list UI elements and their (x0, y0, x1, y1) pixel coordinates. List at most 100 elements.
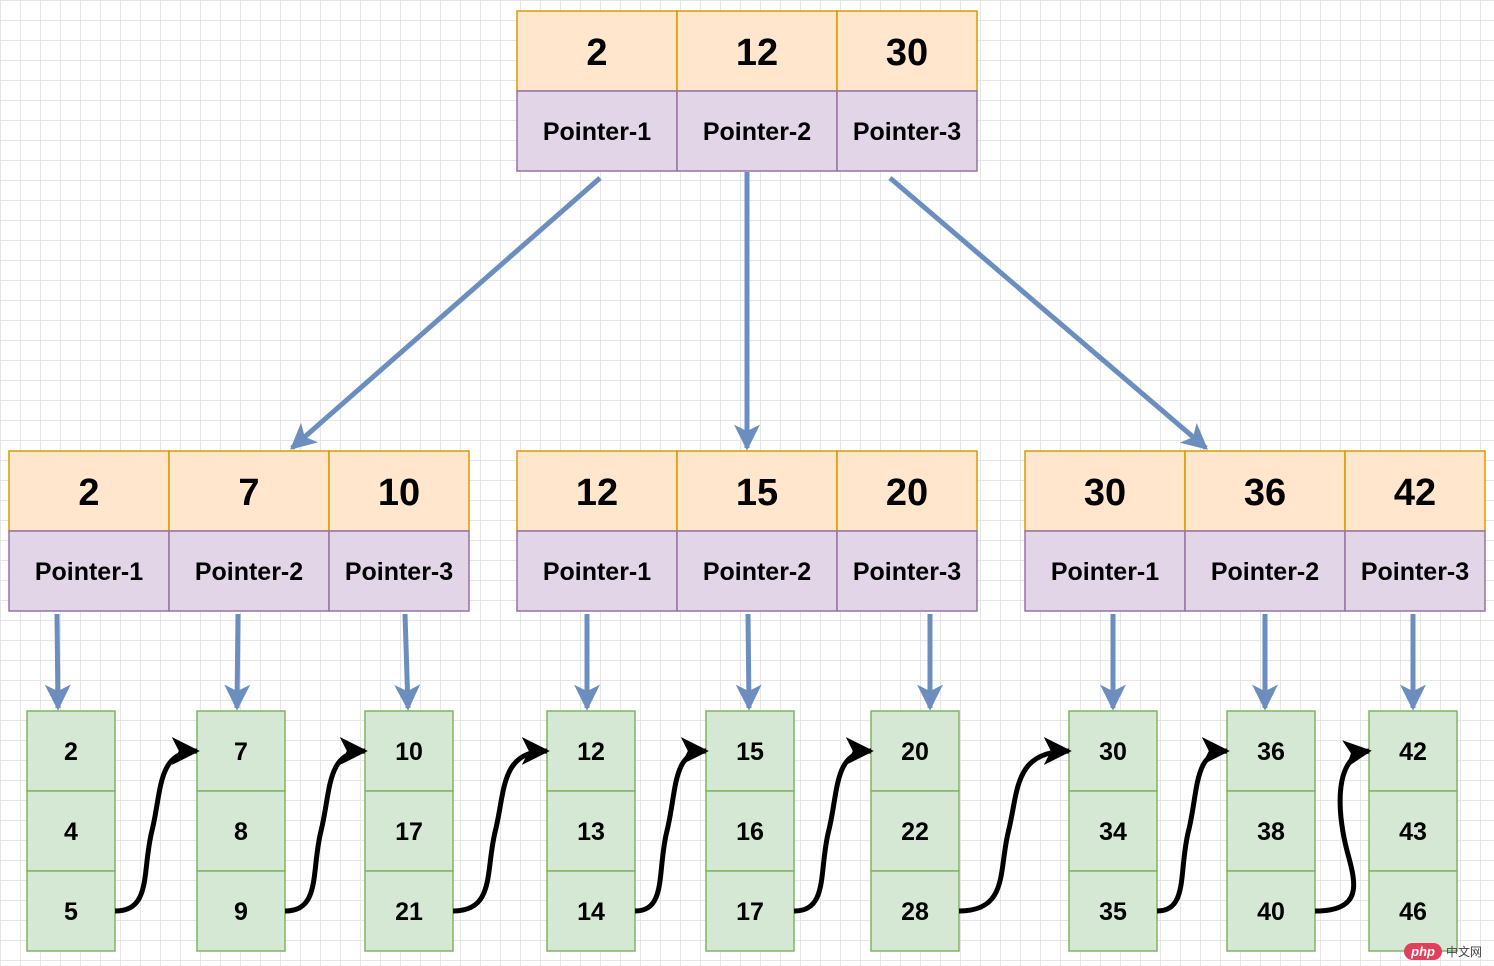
key-cell-box (8, 450, 170, 532)
leaf-value-label: 34 (1099, 818, 1127, 846)
leaf-value-label: 22 (901, 818, 929, 846)
leaf-cell: 34 (1068, 790, 1158, 872)
leaf-cell: 8 (196, 790, 286, 872)
leaf-link-5 (793, 737, 874, 914)
root-node-key-cell: 12 (676, 10, 838, 92)
root-node-key-label: 12 (736, 32, 778, 74)
internal-node-2-pointer-cell: Pointer-2 (676, 530, 838, 612)
leaf-cell: 15 (705, 710, 795, 792)
internal-node-1-pointer-label: Pointer-1 (35, 558, 143, 586)
leaf-cell-box (26, 710, 116, 792)
internal-node-2-pointer-cell: Pointer-3 (836, 530, 978, 612)
leaf-cell: 20 (870, 710, 960, 792)
internal-node-1-key-cell: 10 (328, 450, 470, 532)
internal-node-2-key-label: 12 (576, 472, 618, 514)
leaf-value-label: 46 (1399, 898, 1427, 926)
pointer-edge-1 (44, 613, 71, 711)
internal-node-2-key-label: 15 (736, 472, 778, 514)
leaf-cell: 38 (1226, 790, 1316, 872)
pointer-cell-box (328, 530, 470, 612)
internal-node-1-key-label: 7 (238, 472, 259, 514)
leaf-cell-box (1368, 790, 1458, 872)
internal-node-3-pointer-cell: Pointer-3 (1344, 530, 1486, 612)
root-node-key-label: 2 (586, 32, 607, 74)
leaf-value-label: 35 (1099, 898, 1127, 926)
leaf-value-label: 14 (577, 898, 605, 926)
pointer-cell-box (1344, 530, 1486, 612)
leaf-value-label: 42 (1399, 738, 1427, 766)
watermark-badge: php (1404, 943, 1442, 960)
internal-node-3-key-label: 42 (1394, 472, 1436, 514)
internal-node-2-pointer-label: Pointer-2 (703, 558, 811, 586)
internal-node-1-pointer-cell: Pointer-2 (168, 530, 330, 612)
leaf-cell-box (546, 710, 636, 792)
leaf-value-label: 16 (736, 818, 764, 846)
leaf-cell-box (870, 870, 960, 952)
leaf-value-label: 38 (1257, 818, 1285, 846)
watermark: php 中文网 (1404, 943, 1482, 960)
root-node-pointer-label: Pointer-2 (703, 118, 811, 146)
leaf-cell: 17 (705, 870, 795, 952)
key-cell-box (1184, 450, 1346, 532)
leaf-cell-box (364, 870, 454, 952)
leaf-value-label: 13 (577, 818, 605, 846)
internal-node-3-key-label: 30 (1084, 472, 1126, 514)
leaf-cell-box (364, 790, 454, 872)
internal-node-1-key-label: 2 (78, 472, 99, 514)
key-cell-box (516, 450, 678, 532)
leaf-link-4 (634, 737, 709, 914)
root-node-key-cell: 30 (836, 10, 978, 92)
internal-node-3-pointer-label: Pointer-2 (1211, 558, 1319, 586)
internal-node-1-key-cell: 2 (8, 450, 170, 532)
leaf-cell-box (1368, 710, 1458, 792)
leaf-cell: 42 (1368, 710, 1458, 792)
pointer-edge-3 (394, 613, 421, 711)
leaf-value-label: 21 (395, 898, 423, 926)
leaf-cell-box (26, 870, 116, 952)
leaf-cell: 13 (546, 790, 636, 872)
root-edge-3 (888, 176, 1208, 450)
leaf-cell-box (546, 790, 636, 872)
leaf-value-label: 4 (64, 818, 78, 846)
tree-edges (44, 172, 1426, 711)
leaf-cell-box (870, 790, 960, 872)
leaf-cell-box (1368, 870, 1458, 952)
leaf-value-label: 20 (901, 738, 929, 766)
leaf-cell-box (1068, 710, 1158, 792)
leaf-cell-box (870, 710, 960, 792)
root-edge-1 (290, 176, 602, 450)
key-cell-box (1344, 450, 1486, 532)
leaf-link-6 (958, 737, 1072, 914)
leaf-value-label: 8 (234, 818, 248, 846)
internal-node-2-key-cell: 15 (676, 450, 838, 532)
leaf-cell: 7 (196, 710, 286, 792)
leaf-cell-box (705, 790, 795, 872)
leaf-cell-box (26, 790, 116, 872)
internal-node-1-key-label: 10 (378, 472, 420, 514)
leaf-value-label: 12 (577, 738, 605, 766)
leaf-cell: 9 (196, 870, 286, 952)
leaf-link-3 (452, 737, 550, 914)
leaf-cell: 14 (546, 870, 636, 952)
leaf-value-label: 5 (64, 898, 78, 926)
leaf-link-2 (284, 737, 368, 914)
pointer-cell-box (676, 90, 838, 172)
pointer-edge-2 (224, 613, 251, 711)
internal-node-1-pointer-cell: Pointer-1 (8, 530, 170, 612)
internal-node-3-key-label: 36 (1244, 472, 1286, 514)
leaf-cell: 40 (1226, 870, 1316, 952)
leaf-cell: 22 (870, 790, 960, 872)
pointer-cell-box (836, 530, 978, 612)
leaf-value-label: 9 (234, 898, 248, 926)
leaf-node-4: 12 13 14 (546, 710, 636, 952)
leaf-cell-box (1226, 790, 1316, 872)
leaf-value-label: 10 (395, 738, 423, 766)
leaf-cell: 5 (26, 870, 116, 952)
leaf-cell: 46 (1368, 870, 1458, 952)
leaf-cell: 28 (870, 870, 960, 952)
